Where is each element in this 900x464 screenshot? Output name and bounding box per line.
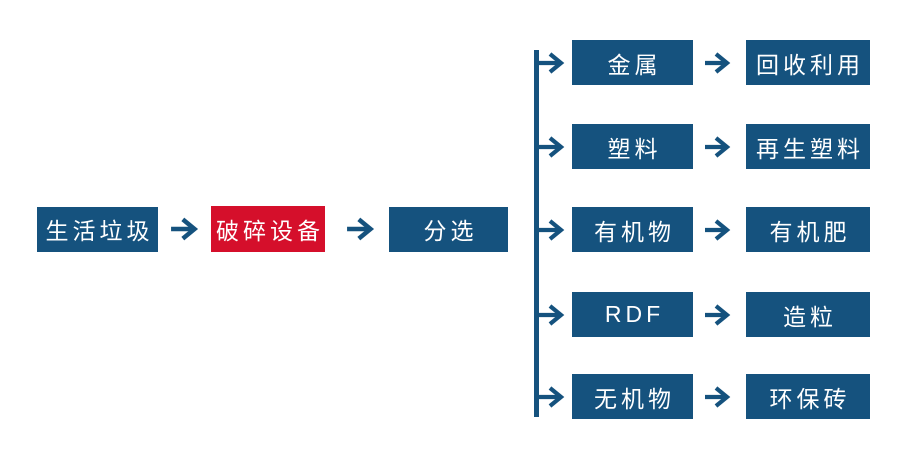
right-arrow-icon bbox=[705, 135, 731, 158]
right-arrow-icon bbox=[539, 303, 565, 326]
node-crushing-equipment: 破碎设备 bbox=[211, 206, 325, 252]
branch-trunk-line bbox=[534, 50, 539, 417]
right-arrow-icon bbox=[539, 218, 565, 241]
node-household-waste: 生活垃圾 bbox=[37, 206, 158, 252]
branch-row-metal: 金属 回收利用 bbox=[534, 40, 870, 85]
right-arrow-icon bbox=[171, 217, 199, 241]
node-organic-fertilizer: 有机肥 bbox=[746, 207, 870, 252]
right-arrow-icon bbox=[539, 51, 565, 74]
branch-row-rdf: RDF 造粒 bbox=[534, 292, 870, 337]
node-inorganic-matter: 无机物 bbox=[572, 374, 693, 419]
node-rdf: RDF bbox=[572, 292, 693, 337]
node-plastic: 塑料 bbox=[572, 124, 693, 169]
node-recycling: 回收利用 bbox=[746, 40, 870, 85]
node-metal: 金属 bbox=[572, 40, 693, 85]
right-arrow-icon bbox=[539, 135, 565, 158]
right-arrow-icon bbox=[539, 385, 565, 408]
branch-row-plastic: 塑料 再生塑料 bbox=[534, 124, 870, 169]
right-arrow-icon bbox=[347, 217, 375, 241]
node-granulation: 造粒 bbox=[746, 292, 870, 337]
node-organic-matter: 有机物 bbox=[572, 207, 693, 252]
branch-row-organic: 有机物 有机肥 bbox=[534, 207, 870, 252]
right-arrow-icon bbox=[705, 385, 731, 408]
right-arrow-icon bbox=[705, 303, 731, 326]
node-recycled-plastic: 再生塑料 bbox=[746, 124, 870, 169]
node-sorting: 分选 bbox=[389, 206, 508, 252]
main-flow-row: 生活垃圾 破碎设备 分选 bbox=[37, 206, 508, 252]
branch-row-inorganic: 无机物 环保砖 bbox=[534, 374, 870, 419]
right-arrow-icon bbox=[705, 218, 731, 241]
node-eco-brick: 环保砖 bbox=[746, 374, 870, 419]
right-arrow-icon bbox=[705, 51, 731, 74]
